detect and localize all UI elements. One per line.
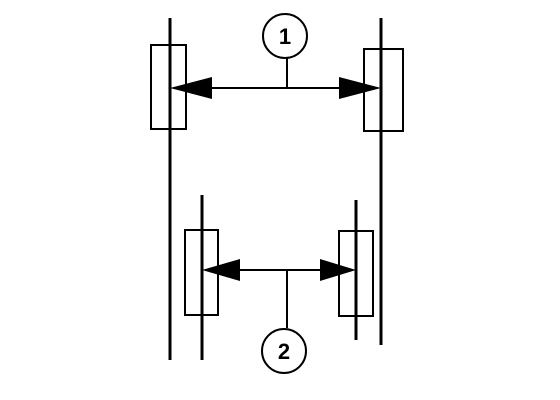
callout-2: 2 bbox=[261, 270, 307, 374]
callout-2-label: 2 bbox=[278, 339, 290, 364]
callout-1: 1 bbox=[262, 13, 308, 88]
rear-track-arrow bbox=[202, 259, 356, 281]
callout-1-label: 1 bbox=[279, 24, 291, 49]
callout-1-circle bbox=[262, 13, 308, 59]
callout-2-circle bbox=[261, 328, 307, 374]
front-track-arrow bbox=[170, 77, 381, 99]
